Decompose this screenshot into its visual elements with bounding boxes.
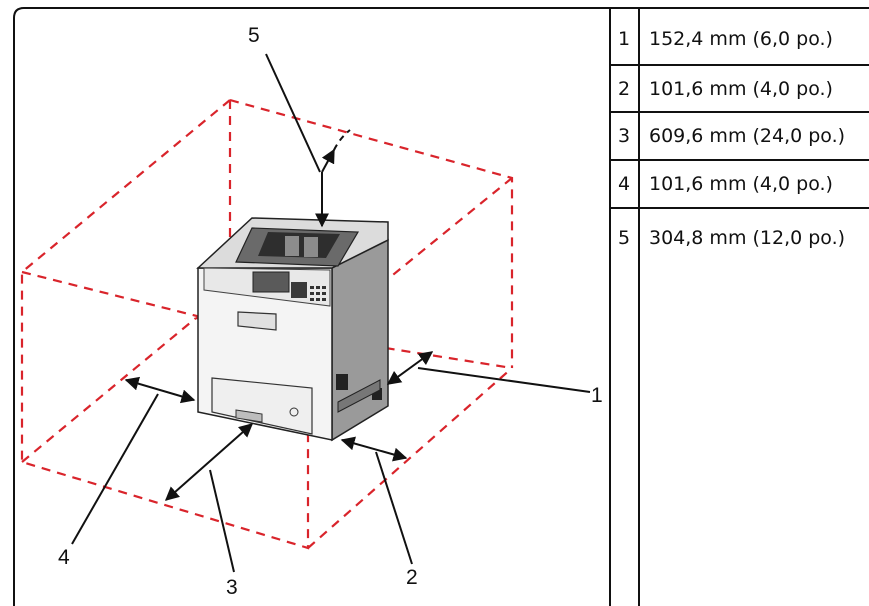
printer-illustration <box>196 217 389 442</box>
callout-4: 4 <box>58 546 70 569</box>
leader-line-4 <box>71 393 159 545</box>
dimension-arrow-right <box>386 351 434 385</box>
dimension-arrow-front <box>164 423 254 501</box>
leader-line-5 <box>265 53 321 173</box>
diagram-frame <box>13 7 869 606</box>
legend-row-value: 101,6 mm (4,0 po.) <box>649 173 833 195</box>
dimension-arrow-left <box>124 376 196 404</box>
legend-row-number: 2 <box>618 78 630 100</box>
leader-line-1 <box>417 367 591 393</box>
callout-3: 3 <box>226 576 238 599</box>
legend-row-number: 1 <box>618 28 630 50</box>
callout-5: 5 <box>248 24 260 47</box>
legend-row-number: 4 <box>618 173 630 195</box>
leader-line-2 <box>375 451 413 565</box>
callout-1: 1 <box>591 384 603 407</box>
dimension-arrow-front-right <box>340 436 408 462</box>
legend-row-value: 152,4 mm (6,0 po.) <box>649 28 833 50</box>
legend-row-value: 304,8 mm (12,0 po.) <box>649 227 845 249</box>
callout-2: 2 <box>406 566 418 589</box>
leader-line-3 <box>209 469 235 573</box>
dimension-arrow-top <box>315 129 351 228</box>
legend-row-number: 3 <box>618 125 630 147</box>
legend-row-value: 609,6 mm (24,0 po.) <box>649 125 845 147</box>
legend-table: 1 152,4 mm (6,0 po.) 2 101,6 mm (4,0 po.… <box>618 28 845 249</box>
legend-row-number: 5 <box>618 227 630 249</box>
legend-row-value: 101,6 mm (4,0 po.) <box>649 78 833 100</box>
